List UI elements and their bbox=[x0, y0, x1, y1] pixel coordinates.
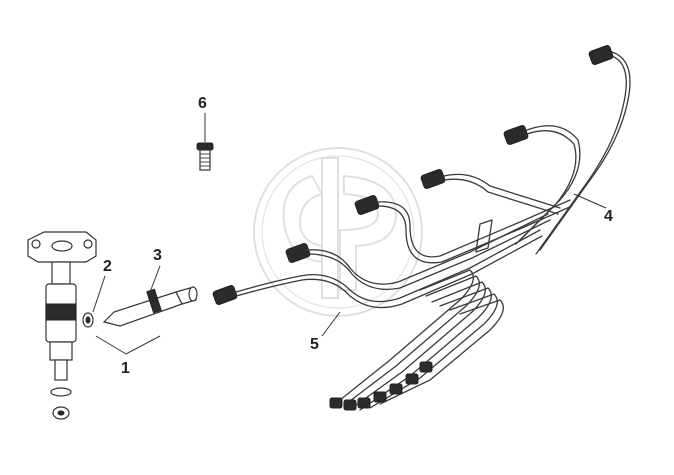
fuel-pipe-harness bbox=[212, 45, 631, 411]
callout-3: 3 bbox=[153, 247, 162, 264]
bolt-part-6 bbox=[196, 113, 214, 171]
callout-1: 1 bbox=[121, 360, 130, 377]
injector-assembly-part-1 bbox=[27, 231, 97, 420]
callout-2: 2 bbox=[103, 258, 112, 275]
seal-part-2 bbox=[82, 275, 106, 328]
nozzle-part-3 bbox=[102, 265, 198, 327]
callout-5: 5 bbox=[310, 336, 319, 353]
callout-1-leaders bbox=[95, 335, 161, 355]
watermark-logo bbox=[253, 147, 423, 317]
callout-6: 6 bbox=[198, 95, 207, 112]
callout-4: 4 bbox=[604, 208, 613, 225]
